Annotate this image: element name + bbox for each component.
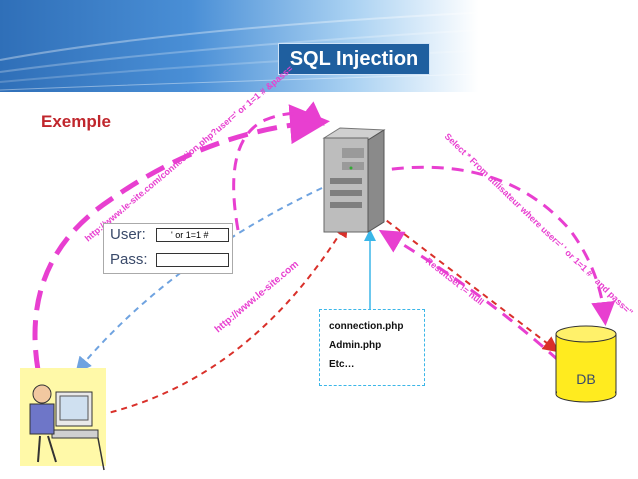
user-input[interactable]: ' or 1=1 # (156, 228, 229, 242)
page-title: SQL Injection (289, 47, 419, 70)
title-box: SQL Injection (278, 43, 430, 75)
pass-input[interactable] (156, 253, 229, 267)
php-files-box: connection.php Admin.php Etc… (319, 309, 425, 386)
result-arrow-db-server (378, 229, 560, 362)
user-label: User: (110, 226, 146, 243)
request-arrow-loop (232, 101, 325, 231)
server-icon (322, 127, 386, 233)
header-banner: SQL Injection (0, 0, 638, 92)
db-link-red (377, 213, 560, 353)
request-arrow-client-server (32, 104, 330, 371)
database-icon: DB (555, 325, 617, 403)
login-form: User: ' or 1=1 # Pass: (103, 223, 233, 274)
db-label: DB (576, 371, 595, 387)
example-label: Exemple (41, 112, 111, 131)
user-computer-icon (20, 368, 106, 471)
file-item-etc: Etc… (329, 359, 355, 370)
pass-label: Pass: (110, 251, 148, 268)
file-item-admin: Admin.php (329, 340, 382, 351)
query-arrow-server-db (371, 165, 616, 326)
resultset-label: ResultSet != null (424, 256, 486, 307)
url-request-label: http://www.le-site.com/connection.php?us… (83, 64, 295, 244)
file-item-connection: connection.php (329, 321, 404, 332)
